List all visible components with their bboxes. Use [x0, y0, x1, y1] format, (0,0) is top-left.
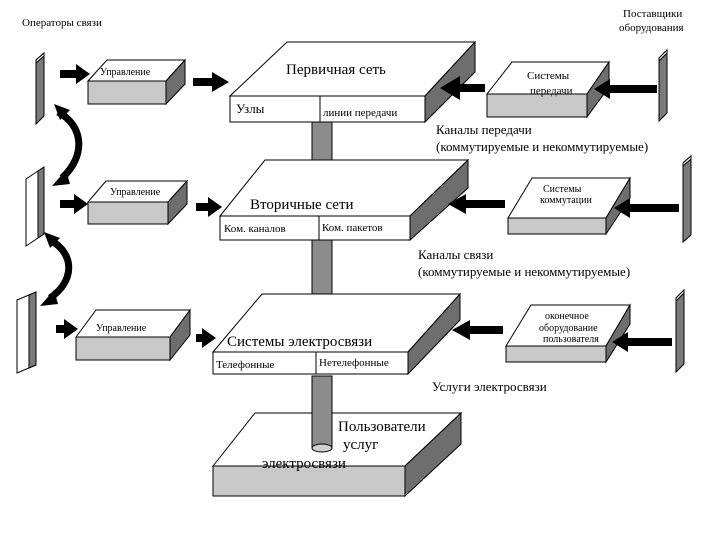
- users-slab: [211, 411, 463, 498]
- switching-systems-box: [507, 176, 631, 236]
- terminal-equipment-line1: оконечное: [545, 311, 589, 322]
- suppliers-label-line2: оборудования: [619, 22, 684, 34]
- suppliers-label-line1: Поставщики: [623, 8, 682, 20]
- arrow-sup2-switching: [614, 198, 679, 218]
- users-label-line1: Пользователи: [338, 419, 426, 435]
- arrow-op2-mgmt2: [60, 194, 88, 214]
- curved-arrows-operators: [40, 104, 83, 306]
- telecom-systems-title: Системы электросвязи: [227, 334, 372, 350]
- terminal-equipment-line2: оборудование: [539, 323, 598, 334]
- arrow-mgmt3-systems: [196, 328, 216, 348]
- channel-switching-label: Ком. каналов: [224, 223, 286, 235]
- curved-arrow-op2-op3: [47, 236, 73, 301]
- communication-channels-line1: Каналы связи: [418, 247, 493, 262]
- telecom-services-label: Услуги электросвязи: [432, 379, 547, 394]
- telephone-label: Телефонные: [216, 359, 274, 371]
- operator-panel-3: [16, 291, 37, 374]
- users-label-line3: электросвязи: [262, 456, 346, 472]
- arrow-mgmt1-primary: [193, 72, 229, 92]
- arrow-op3-mgmt3: [56, 319, 78, 339]
- primary-network-title: Первичная сеть: [286, 62, 386, 78]
- packet-switching-label: Ком. пакетов: [322, 222, 383, 234]
- transmission-channels-line1: Каналы передачи: [436, 122, 532, 137]
- management-label-3: Управление: [96, 323, 147, 334]
- column-systems-users: [311, 375, 333, 453]
- supplier-panel-2: [682, 154, 692, 244]
- transmission-systems-line1: Системы: [527, 70, 570, 82]
- supplier-panel-3: [675, 288, 685, 374]
- curved-arrow-op1-op2: [56, 108, 83, 181]
- primary-network-slab: [228, 40, 477, 124]
- management-label-1: Управление: [100, 67, 151, 78]
- transmission-lines-label: линии передачи: [323, 107, 397, 119]
- terminal-equipment-box: [505, 303, 631, 364]
- supplier-panel-1: [658, 48, 668, 123]
- arrow-sup1-transmission: [594, 79, 657, 99]
- secondary-networks-title: Вторичные сети: [250, 197, 354, 213]
- terminal-equipment-line3: пользователя: [543, 334, 599, 345]
- users-label-line2: услуг: [343, 437, 378, 453]
- management-box-3: [75, 308, 191, 362]
- arrow-mgmt2-secondary: [196, 197, 222, 217]
- non-telephone-label: Нетелефонные: [319, 357, 389, 369]
- management-box-2: [86, 179, 189, 226]
- management-box-1: [86, 58, 187, 106]
- telecom-systems-slab: [211, 292, 462, 376]
- operators-label: Операторы связи: [22, 17, 102, 29]
- nodes-label: Узлы: [236, 101, 265, 116]
- operator-panel-1: [35, 51, 45, 126]
- transmission-channels-line2: (коммутируемые и некоммутируемые): [436, 139, 648, 154]
- operator-panel-2: [25, 166, 45, 247]
- transmission-systems-line2: передачи: [530, 85, 573, 97]
- arrows-right-side: [440, 76, 679, 352]
- arrow-sup3-terminal: [612, 332, 672, 352]
- management-label-2: Управление: [110, 187, 161, 198]
- arrow-transmission-primary: [440, 76, 485, 100]
- arrow-switching-secondary: [448, 194, 505, 214]
- secondary-networks-slab: [218, 158, 470, 242]
- arrows-left-side: [56, 64, 229, 348]
- switching-systems-line1: Системы: [543, 184, 582, 195]
- communication-channels-line2: (коммутируемые и некоммутируемые): [418, 264, 630, 279]
- arrow-terminal-systems: [452, 320, 503, 340]
- switching-systems-line2: коммутации: [540, 195, 592, 206]
- arrow-op1-mgmt1: [60, 64, 90, 84]
